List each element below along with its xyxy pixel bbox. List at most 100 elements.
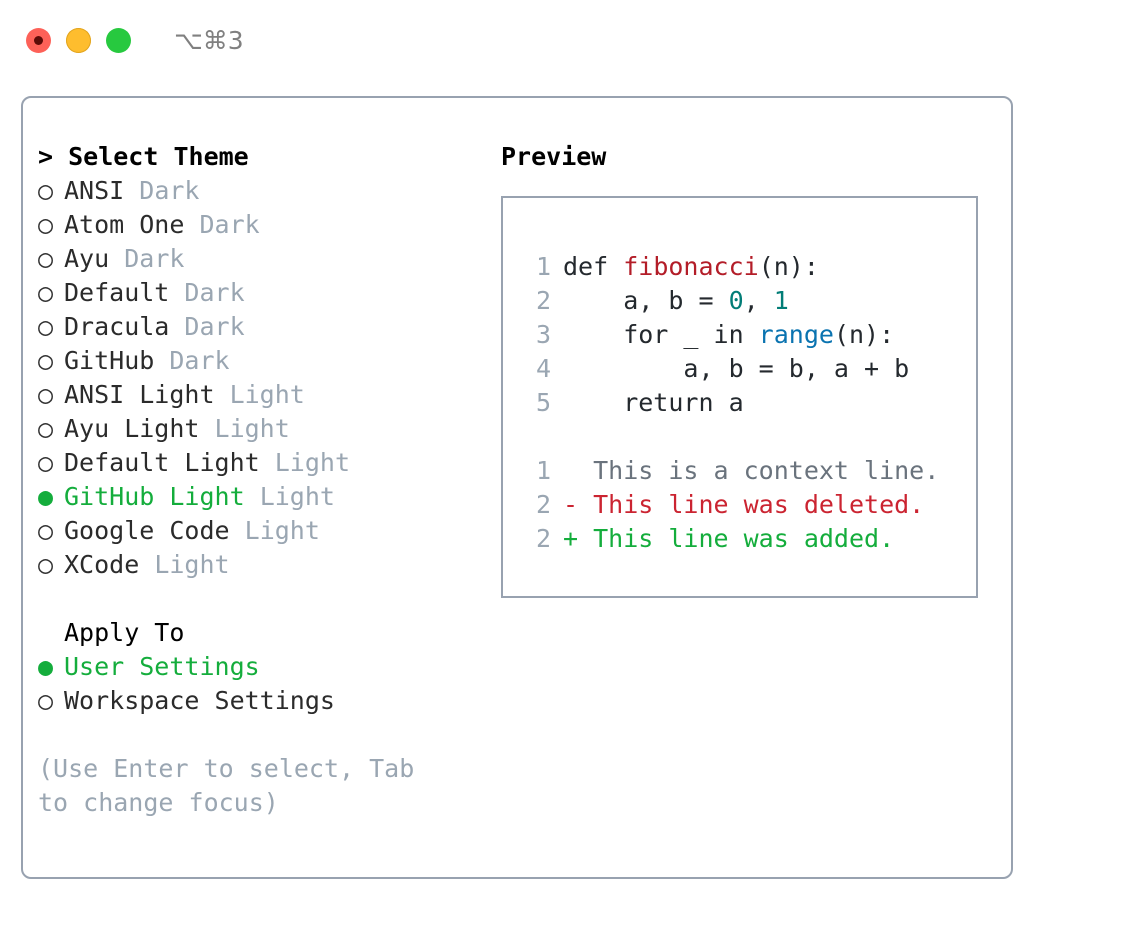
- code-line: 3 for _ in range(n):: [523, 318, 976, 352]
- apply-to-label: Workspace Settings: [64, 686, 335, 715]
- theme-variant-label: Dark: [184, 312, 245, 341]
- radio-unselected-icon: ○: [38, 380, 54, 409]
- theme-list-item[interactable]: ○ Default Light Light: [38, 446, 488, 480]
- line-number: 5: [535, 388, 551, 417]
- theme-list-item[interactable]: ○ XCode Light: [38, 548, 488, 582]
- theme-list-item[interactable]: ○ Ayu Light Light: [38, 412, 488, 446]
- code-token: (n):: [758, 252, 819, 281]
- apply-to-item[interactable]: ○ Workspace Settings: [38, 684, 488, 718]
- apply-to-list[interactable]: ● User Settings ○ Workspace Settings: [38, 650, 488, 718]
- code-token: range: [758, 320, 834, 349]
- main-panel: > Select Theme ○ANSI Dark○Atom One Dark○…: [21, 96, 1013, 879]
- theme-variant-label: Dark: [199, 210, 260, 239]
- radio-unselected-icon: ○: [38, 312, 54, 341]
- code-line: 5 return a: [523, 386, 976, 420]
- theme-name: Default: [64, 278, 170, 307]
- maximize-button[interactable]: [106, 27, 131, 53]
- theme-variant-label: Light: [259, 482, 335, 511]
- theme-name: ANSI Light: [64, 380, 215, 409]
- theme-list-item[interactable]: ○ GitHub Dark: [38, 344, 488, 378]
- radio-unselected-icon: ○: [38, 686, 54, 715]
- line-number: 4: [535, 354, 551, 383]
- code-token: 1: [773, 286, 789, 315]
- theme-variant-label: Dark: [124, 244, 185, 273]
- theme-list-item[interactable]: ○ Default Dark: [38, 276, 488, 310]
- apply-to-item[interactable]: ● User Settings: [38, 650, 488, 684]
- line-number: 2: [535, 490, 551, 519]
- diff-line: 2 + This line was added.: [523, 522, 976, 556]
- theme-variant-label: Dark: [169, 346, 230, 375]
- radio-unselected-icon: ○: [38, 414, 54, 443]
- theme-name: Default Light: [64, 448, 260, 477]
- diff-text: + This line was added.: [563, 524, 895, 553]
- radio-unselected-icon: ○: [38, 448, 54, 477]
- radio-selected-icon: ●: [38, 482, 54, 511]
- theme-variant-label: Light: [244, 516, 320, 545]
- theme-name: ANSI: [64, 176, 125, 205]
- code-token: for _ in: [563, 320, 759, 349]
- diff-sample: 1 This is a context line.2- This line wa…: [523, 454, 976, 556]
- theme-name: Dracula: [64, 312, 170, 341]
- code-line: 2 a, b = 0, 1: [523, 284, 976, 318]
- radio-unselected-icon: ○: [38, 244, 54, 273]
- keyboard-shortcut-label: ⌥⌘3: [174, 25, 244, 55]
- theme-variant-label: Light: [274, 448, 350, 477]
- radio-unselected-icon: ○: [38, 346, 54, 375]
- theme-selection-column: > Select Theme ○ANSI Dark○Atom One Dark○…: [38, 140, 488, 820]
- theme-variant-label: Light: [229, 380, 305, 409]
- theme-list-item[interactable]: ○ Dracula Dark: [38, 310, 488, 344]
- theme-name: Google Code: [64, 516, 230, 545]
- code-token: ,: [743, 286, 774, 315]
- line-number: 2: [535, 286, 551, 315]
- code-line: 1 def fibonacci(n):: [523, 250, 976, 284]
- theme-name: XCode: [64, 550, 140, 579]
- close-button[interactable]: [26, 27, 51, 53]
- apply-to-label: User Settings: [64, 652, 260, 681]
- theme-name: GitHub Light: [64, 482, 245, 511]
- line-number: 1: [535, 252, 551, 281]
- theme-name: GitHub: [64, 346, 155, 375]
- code-token: return a: [563, 388, 744, 417]
- code-token: fibonacci: [623, 252, 759, 281]
- line-number: 2: [535, 524, 551, 553]
- theme-list-item[interactable]: ○ ANSI Dark: [38, 174, 488, 208]
- radio-selected-icon: ●: [38, 652, 54, 681]
- traffic-lights: [26, 27, 131, 53]
- theme-variant-label: Dark: [184, 278, 245, 307]
- code-token: def: [563, 252, 624, 281]
- theme-list-item[interactable]: ○ Google Code Light: [38, 514, 488, 548]
- diff-line: 1 This is a context line.: [523, 454, 976, 488]
- diff-line: 2- This line was deleted.: [523, 488, 976, 522]
- code-token: a, b =: [563, 286, 729, 315]
- radio-unselected-icon: ○: [38, 210, 54, 239]
- minimize-button[interactable]: [66, 27, 91, 53]
- theme-name: Ayu: [64, 244, 110, 273]
- theme-name: Ayu Light: [64, 414, 200, 443]
- theme-variant-label: Light: [214, 414, 290, 443]
- preview-header: Preview: [501, 142, 607, 171]
- radio-unselected-icon: ○: [38, 550, 54, 579]
- code-token: (n):: [833, 320, 895, 349]
- radio-unselected-icon: ○: [38, 176, 54, 205]
- code-token: 0: [728, 286, 744, 315]
- code-diff-spacer: [523, 420, 976, 454]
- radio-unselected-icon: ○: [38, 278, 54, 307]
- apply-to-header: Apply To: [64, 618, 185, 647]
- diff-text: This is a context line.: [563, 456, 940, 485]
- theme-list-item[interactable]: ○ ANSI Light Light: [38, 378, 488, 412]
- theme-list[interactable]: ○ANSI Dark○Atom One Dark○Ayu Dark○Defaul…: [38, 174, 488, 582]
- theme-variant-label: Light: [154, 550, 230, 579]
- theme-list-item[interactable]: ○Atom One Dark: [38, 208, 488, 242]
- theme-list-item[interactable]: ○ Ayu Dark: [38, 242, 488, 276]
- radio-unselected-icon: ○: [38, 516, 54, 545]
- theme-variant-label: Dark: [139, 176, 200, 205]
- title-bar: ⌥⌘3: [0, 0, 1140, 80]
- keyboard-hint: (Use Enter to select, Tab to change focu…: [38, 754, 415, 817]
- theme-list-item[interactable]: ● GitHub Light Light: [38, 480, 488, 514]
- code-line: 4 a, b = b, a + b: [523, 352, 976, 386]
- code-token: a, b = b, a + b: [563, 354, 910, 383]
- select-theme-header: > Select Theme: [38, 142, 249, 171]
